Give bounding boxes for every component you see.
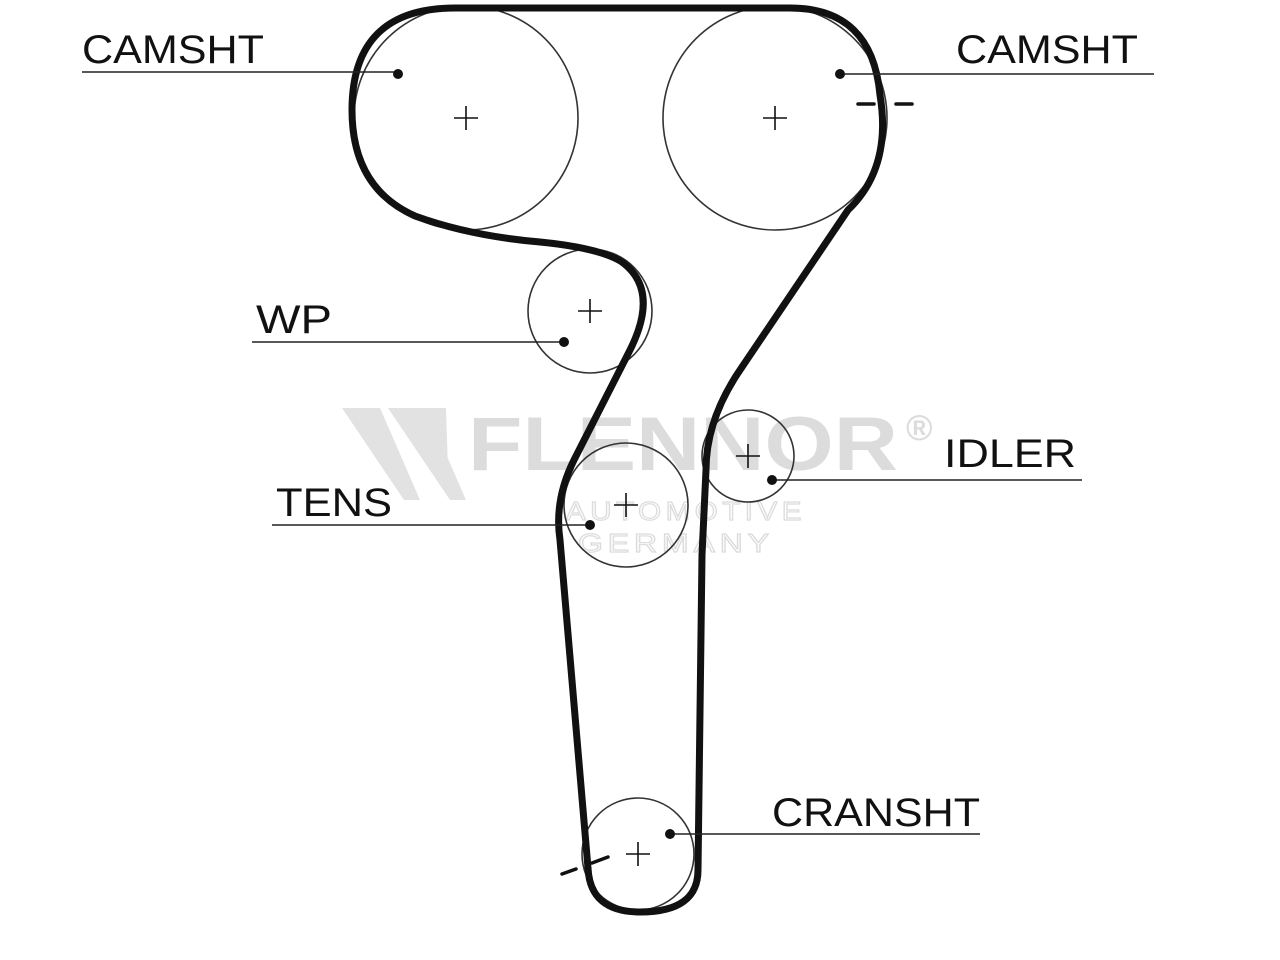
camshaft-right-label: CAMSHT bbox=[956, 28, 1138, 72]
labels: CAMSHT CAMSHT WP TENS IDLER CRANSHT bbox=[82, 28, 1138, 835]
crankshaft-label: CRANSHT bbox=[772, 791, 980, 835]
water-pump-center-mark bbox=[578, 299, 602, 323]
crankshaft-timing-mark bbox=[560, 855, 610, 876]
idler-dot bbox=[767, 475, 777, 485]
camshaft-right-center-mark bbox=[763, 106, 787, 130]
water-pump-label: WP bbox=[256, 298, 332, 342]
idler-center-mark bbox=[736, 444, 760, 468]
watermark-line1: AUTOMOTIVE bbox=[566, 496, 806, 526]
crankshaft-dot bbox=[665, 829, 675, 839]
tensioner-center-mark bbox=[614, 493, 638, 517]
center-marks bbox=[454, 106, 787, 866]
tensioner-dot bbox=[585, 520, 595, 530]
idler-label: IDLER bbox=[944, 432, 1076, 476]
watermark-brand: FLENNOR bbox=[468, 402, 898, 487]
watermark-registered-mark: ® bbox=[906, 407, 933, 448]
watermark-logo-icon bbox=[342, 408, 466, 500]
tensioner-pulley bbox=[563, 442, 689, 568]
timing-marks bbox=[560, 102, 914, 876]
watermark: FLENNOR ® AUTOMOTIVE GERMANY bbox=[342, 402, 933, 559]
crankshaft-center-mark bbox=[626, 842, 650, 866]
timing-belt bbox=[348, 4, 886, 916]
camshaft-left-center-mark bbox=[454, 106, 478, 130]
watermark-line2: GERMANY bbox=[578, 528, 774, 558]
camshaft-right-dot bbox=[835, 69, 845, 79]
camshaft-left-dot bbox=[393, 69, 403, 79]
water-pump-dot bbox=[559, 337, 569, 347]
tensioner-label: TENS bbox=[276, 481, 392, 525]
camshaft-left-label: CAMSHT bbox=[82, 28, 264, 72]
idler-pulley bbox=[701, 409, 795, 503]
camshaft-left-leader bbox=[82, 71, 399, 74]
leader-dots bbox=[393, 69, 845, 839]
